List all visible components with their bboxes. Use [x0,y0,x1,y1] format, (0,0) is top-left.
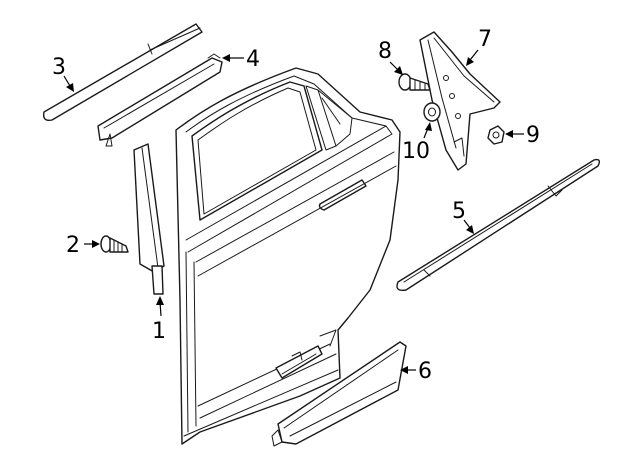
door-shell [175,67,401,445]
callout-5: 5 [452,199,466,224]
part-3-roof-molding [42,23,203,122]
callout-7: 7 [478,27,492,52]
callout-4: 4 [246,47,260,72]
part-7-applique [419,31,501,171]
callout-3: 3 [52,55,66,80]
callout-6: 6 [418,359,432,384]
callout-labels: 1 2 3 4 5 6 7 8 9 10 [52,27,540,384]
leader-lines [63,49,524,374]
callout-2: 2 [66,233,80,258]
part-8-screw [398,73,431,91]
callout-9: 9 [526,123,540,148]
callout-1: 1 [152,319,166,344]
callout-8: 8 [378,39,392,64]
part-1-pillar-trim [133,143,165,295]
part-2-screw [100,235,129,253]
part-4-belt-molding [97,53,223,147]
part-10-grommet [423,102,441,122]
part-6-lower-molding [271,341,407,447]
part-9-nut [487,125,505,145]
callout-10: 10 [402,139,430,164]
part-5-door-molding [396,158,601,292]
